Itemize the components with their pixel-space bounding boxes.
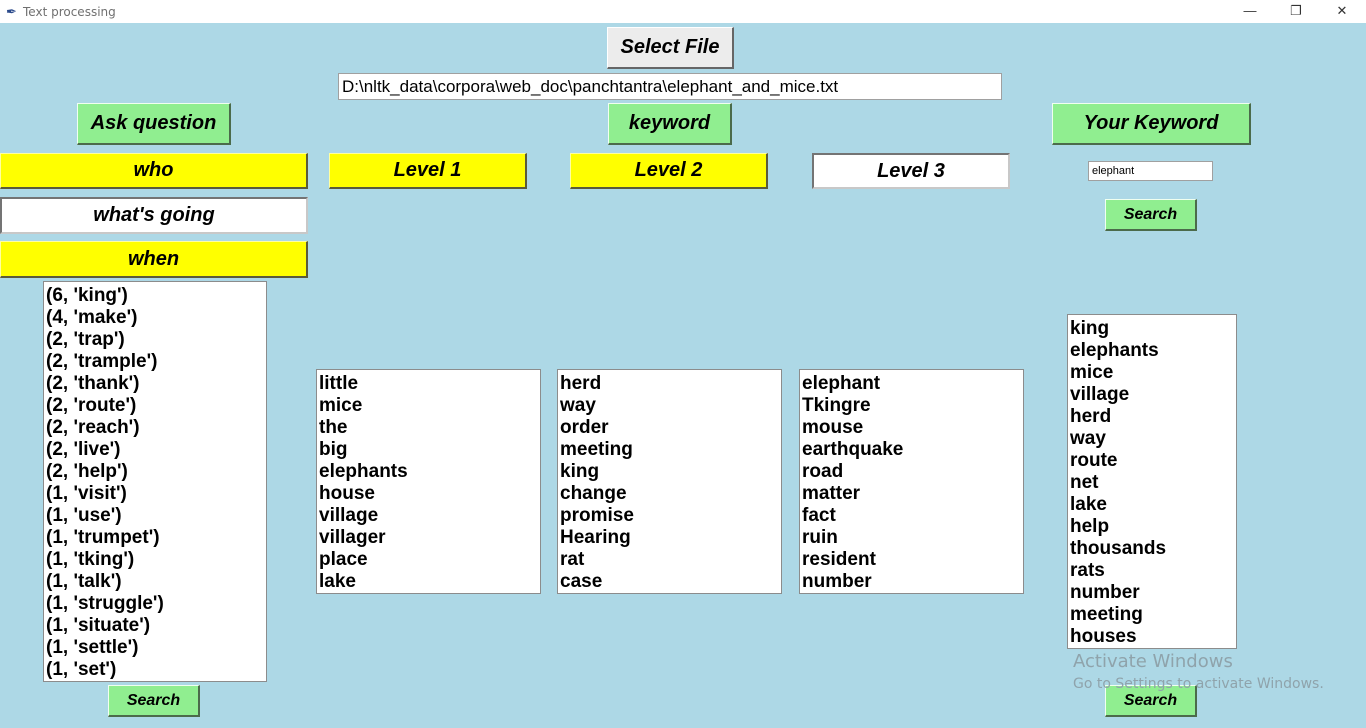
list-item[interactable]: lake — [319, 571, 356, 592]
level-2-button[interactable]: Level 2 — [570, 153, 768, 189]
list-item[interactable]: (2, 'help') — [46, 461, 128, 482]
list-item[interactable]: herd — [1070, 406, 1112, 427]
list-item[interactable]: the — [319, 417, 348, 438]
list-item[interactable]: (1, 'situate') — [46, 615, 151, 636]
close-button[interactable]: ✕ — [1336, 3, 1348, 18]
list-item[interactable]: (2, 'trap') — [46, 329, 125, 350]
list-item[interactable]: (1, 'use') — [46, 505, 122, 526]
list-item[interactable]: herd — [560, 373, 602, 394]
list-item[interactable]: (1, 'trumpet') — [46, 527, 160, 548]
keyword-input[interactable]: elephant — [1088, 161, 1213, 181]
list-item[interactable]: village — [1070, 384, 1130, 405]
list-item[interactable]: change — [560, 483, 627, 504]
list-item[interactable]: rat — [560, 549, 585, 570]
list-item[interactable]: earthquake — [802, 439, 904, 460]
list-item[interactable]: Tkingre — [802, 395, 871, 416]
list-item[interactable]: (1, 'tking') — [46, 549, 135, 570]
question-search-button[interactable]: Search — [108, 685, 200, 717]
list-item[interactable]: elephants — [1070, 340, 1159, 361]
list-item[interactable]: elephants — [319, 461, 408, 482]
select-file-button[interactable]: Select File — [607, 27, 734, 69]
list-item[interactable]: thousands — [1070, 538, 1167, 559]
list-item[interactable]: number — [1070, 582, 1140, 603]
list-item[interactable]: meeting — [1070, 604, 1143, 625]
activate-windows-subtitle: Go to Settings to activate Windows. — [1073, 676, 1324, 692]
list-item[interactable]: (1, 'set') — [46, 659, 117, 680]
list-item[interactable]: (1, 'visit') — [46, 483, 127, 504]
list-item[interactable]: king — [1070, 318, 1110, 339]
list-item[interactable]: mice — [319, 395, 363, 416]
list-item[interactable]: (1, 'talk') — [46, 571, 122, 592]
list-item[interactable]: case — [560, 571, 603, 592]
list-item[interactable]: ruin — [802, 527, 838, 548]
minimize-button[interactable]: — — [1243, 3, 1257, 18]
list-item[interactable]: promise — [560, 505, 634, 526]
feather-icon: ✒ — [6, 4, 17, 19]
list-item[interactable]: mouse — [802, 417, 864, 438]
level-1-button[interactable]: Level 1 — [329, 153, 527, 189]
list-item[interactable]: (4, 'make') — [46, 307, 138, 328]
list-item[interactable]: king — [560, 461, 600, 482]
list-item[interactable]: mice — [1070, 362, 1114, 383]
ask-question-button[interactable]: Ask question — [77, 103, 231, 145]
file-path-field[interactable]: D:\nltk_data\corpora\web_doc\panchtantra… — [338, 73, 1002, 100]
list-item[interactable]: way — [1070, 428, 1106, 449]
list-item[interactable]: meeting — [560, 439, 633, 460]
list-item[interactable]: village — [319, 505, 379, 526]
list-item[interactable]: (2, 'live') — [46, 439, 121, 460]
list-item[interactable]: place — [319, 549, 368, 570]
keyword-button[interactable]: keyword — [608, 103, 732, 145]
list-item[interactable]: help — [1070, 516, 1110, 537]
list-item[interactable]: (2, 'reach') — [46, 417, 140, 438]
list-item[interactable]: route — [1070, 450, 1118, 471]
list-item[interactable]: (1, 'settle') — [46, 637, 139, 658]
list-item[interactable]: order — [560, 417, 609, 438]
list-item[interactable]: net — [1070, 472, 1099, 493]
list-item[interactable]: houses — [1070, 626, 1137, 647]
title-bar: ✒ Text processing — ❐ ✕ — [0, 0, 1366, 23]
list-item[interactable]: Hearing — [560, 527, 631, 548]
list-item[interactable]: big — [319, 439, 348, 460]
frequency-list[interactable]: (6, 'king')(4, 'make')(2, 'trap')(2, 'tr… — [43, 281, 267, 682]
list-item[interactable]: (2, 'trample') — [46, 351, 158, 372]
list-item[interactable]: fact — [802, 505, 836, 526]
list-item[interactable]: house — [319, 483, 375, 504]
list-item[interactable]: (1, 'struggle') — [46, 593, 164, 614]
whats-going-button[interactable]: what's going — [0, 197, 308, 234]
list-item[interactable]: lake — [1070, 494, 1107, 515]
list-item[interactable]: resident — [802, 549, 876, 570]
list-item[interactable]: villager — [319, 527, 386, 548]
window-title: Text processing — [23, 5, 116, 19]
your-keyword-button[interactable]: Your Keyword — [1052, 103, 1251, 145]
who-button[interactable]: who — [0, 153, 308, 189]
list-item[interactable]: (2, 'route') — [46, 395, 137, 416]
when-button[interactable]: when — [0, 241, 308, 278]
list-item[interactable]: little — [319, 373, 359, 394]
activate-windows-title: Activate Windows — [1073, 651, 1233, 672]
keyword-search-button[interactable]: Search — [1105, 199, 1197, 231]
bottom-search-button[interactable]: Search — [1105, 685, 1197, 717]
list-item[interactable]: elephant — [802, 373, 881, 394]
list-item[interactable]: (6, 'king') — [46, 285, 128, 306]
list-item[interactable]: way — [560, 395, 596, 416]
list-item[interactable]: (2, 'thank') — [46, 373, 140, 394]
restore-button[interactable]: ❐ — [1290, 3, 1302, 18]
list-item[interactable]: rats — [1070, 560, 1105, 581]
list-item[interactable]: number — [802, 571, 872, 592]
list-item[interactable]: road — [802, 461, 844, 482]
list-item[interactable]: matter — [802, 483, 861, 504]
level-3-button[interactable]: Level 3 — [812, 153, 1010, 189]
